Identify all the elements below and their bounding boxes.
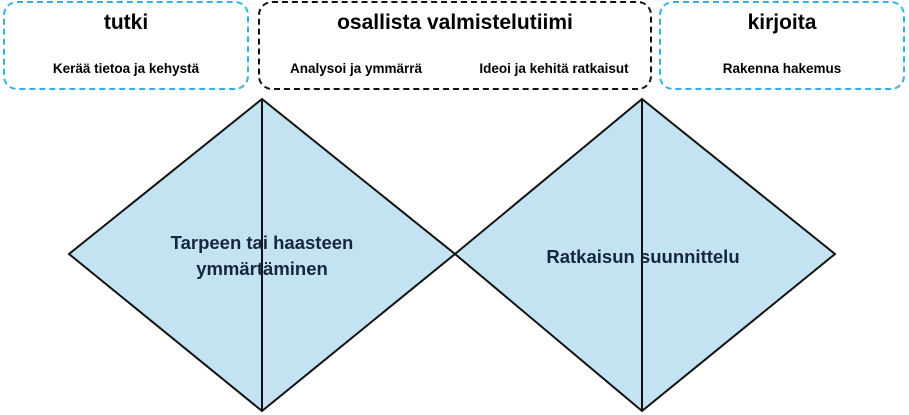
phase-title: osallista valmistelutiimi xyxy=(337,11,573,34)
diamond-problem-label: Tarpeen tai haasteen ymmärtäminen xyxy=(112,230,412,282)
diamond-problem-label-line2: ymmärtäminen xyxy=(196,258,328,279)
phase-title: tutki xyxy=(103,11,149,34)
phase-subtitle-ideoi: Ideoi ja kehitä ratkaisut xyxy=(479,61,629,76)
phase-subtitle: Kerää tietoa ja kehystä xyxy=(52,61,200,76)
diamond-solution-label: Ratkaisun suunnittelu xyxy=(546,246,740,267)
phase-subtitle-analysoi: Analysoi ja ymmärrä xyxy=(289,61,423,76)
phase-box-osallista: osallista valmistelutiimi Analysoi ja ym… xyxy=(258,1,652,90)
diamond-problem-label-line1: Tarpeen tai haasteen xyxy=(170,232,354,253)
phase-title: kirjoita xyxy=(747,11,817,34)
phase-subtitle: Rakenna hakemus xyxy=(722,61,842,76)
phase-box-kirjoita: kirjoita Rakenna hakemus xyxy=(659,1,905,90)
phase-box-tutki: tutki Kerää tietoa ja kehystä xyxy=(3,1,249,90)
